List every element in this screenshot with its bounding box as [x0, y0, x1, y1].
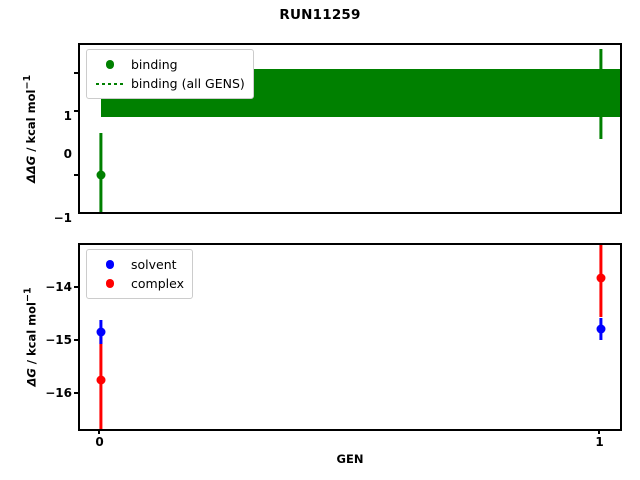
x-tick-mark: [598, 429, 601, 434]
y-tick-label: −1: [53, 211, 72, 225]
data-point-solvent-gen1[interactable]: [596, 324, 606, 334]
legend-label: complex: [131, 276, 184, 291]
data-point-binding-gen1[interactable]: [596, 73, 606, 83]
y-tick-label: 0: [63, 147, 72, 161]
error-bar-binding-gen1: [599, 49, 603, 139]
x-tick-mark: [98, 429, 101, 434]
legend-marker-icon: [93, 279, 127, 288]
y-tick-mark: [73, 174, 78, 177]
legend-item-binding-all-gens[interactable]: binding (all GENS): [93, 74, 245, 93]
y-ticks-bottom: −14 −15 −16: [4, 243, 72, 431]
x-tick-label: 1: [595, 435, 604, 449]
legend-label: solvent: [131, 257, 177, 272]
legend-marker-icon: [93, 60, 127, 69]
data-point-complex-gen1[interactable]: [596, 273, 606, 283]
legend-top[interactable]: binding binding (all GENS): [86, 49, 254, 99]
figure-title: RUN11259: [279, 7, 361, 23]
data-point-complex-gen0[interactable]: [96, 375, 106, 385]
y-tick-mark: [73, 110, 78, 113]
y-tick-label: 1: [63, 109, 72, 123]
y-ticks-top: 1 0 −1: [4, 43, 72, 225]
x-axis-label: GEN: [336, 452, 364, 466]
y-tick-mark: [73, 72, 78, 75]
bottom-plot-area: [80, 245, 620, 429]
x-tick-label: 0: [95, 435, 104, 449]
legend-label: binding (all GENS): [131, 76, 245, 91]
legend-dotted-line-icon: [93, 82, 127, 85]
y-tick-mark: [73, 392, 78, 395]
data-point-binding-gen0[interactable]: [96, 170, 106, 180]
data-point-solvent-gen0[interactable]: [96, 327, 106, 337]
bottom-plot-axes: [78, 243, 622, 431]
y-tick-label: −15: [45, 333, 72, 347]
legend-item-complex[interactable]: complex: [93, 274, 184, 293]
legend-bottom[interactable]: solvent complex: [86, 249, 193, 299]
legend-marker-icon: [93, 260, 127, 269]
legend-label: binding: [131, 57, 178, 72]
y-tick-label: −16: [45, 386, 72, 400]
y-tick-mark: [73, 286, 78, 289]
legend-item-solvent[interactable]: solvent: [93, 255, 184, 274]
y-tick-label: −14: [45, 280, 72, 294]
legend-item-binding[interactable]: binding: [93, 55, 245, 74]
y-tick-mark: [73, 339, 78, 342]
